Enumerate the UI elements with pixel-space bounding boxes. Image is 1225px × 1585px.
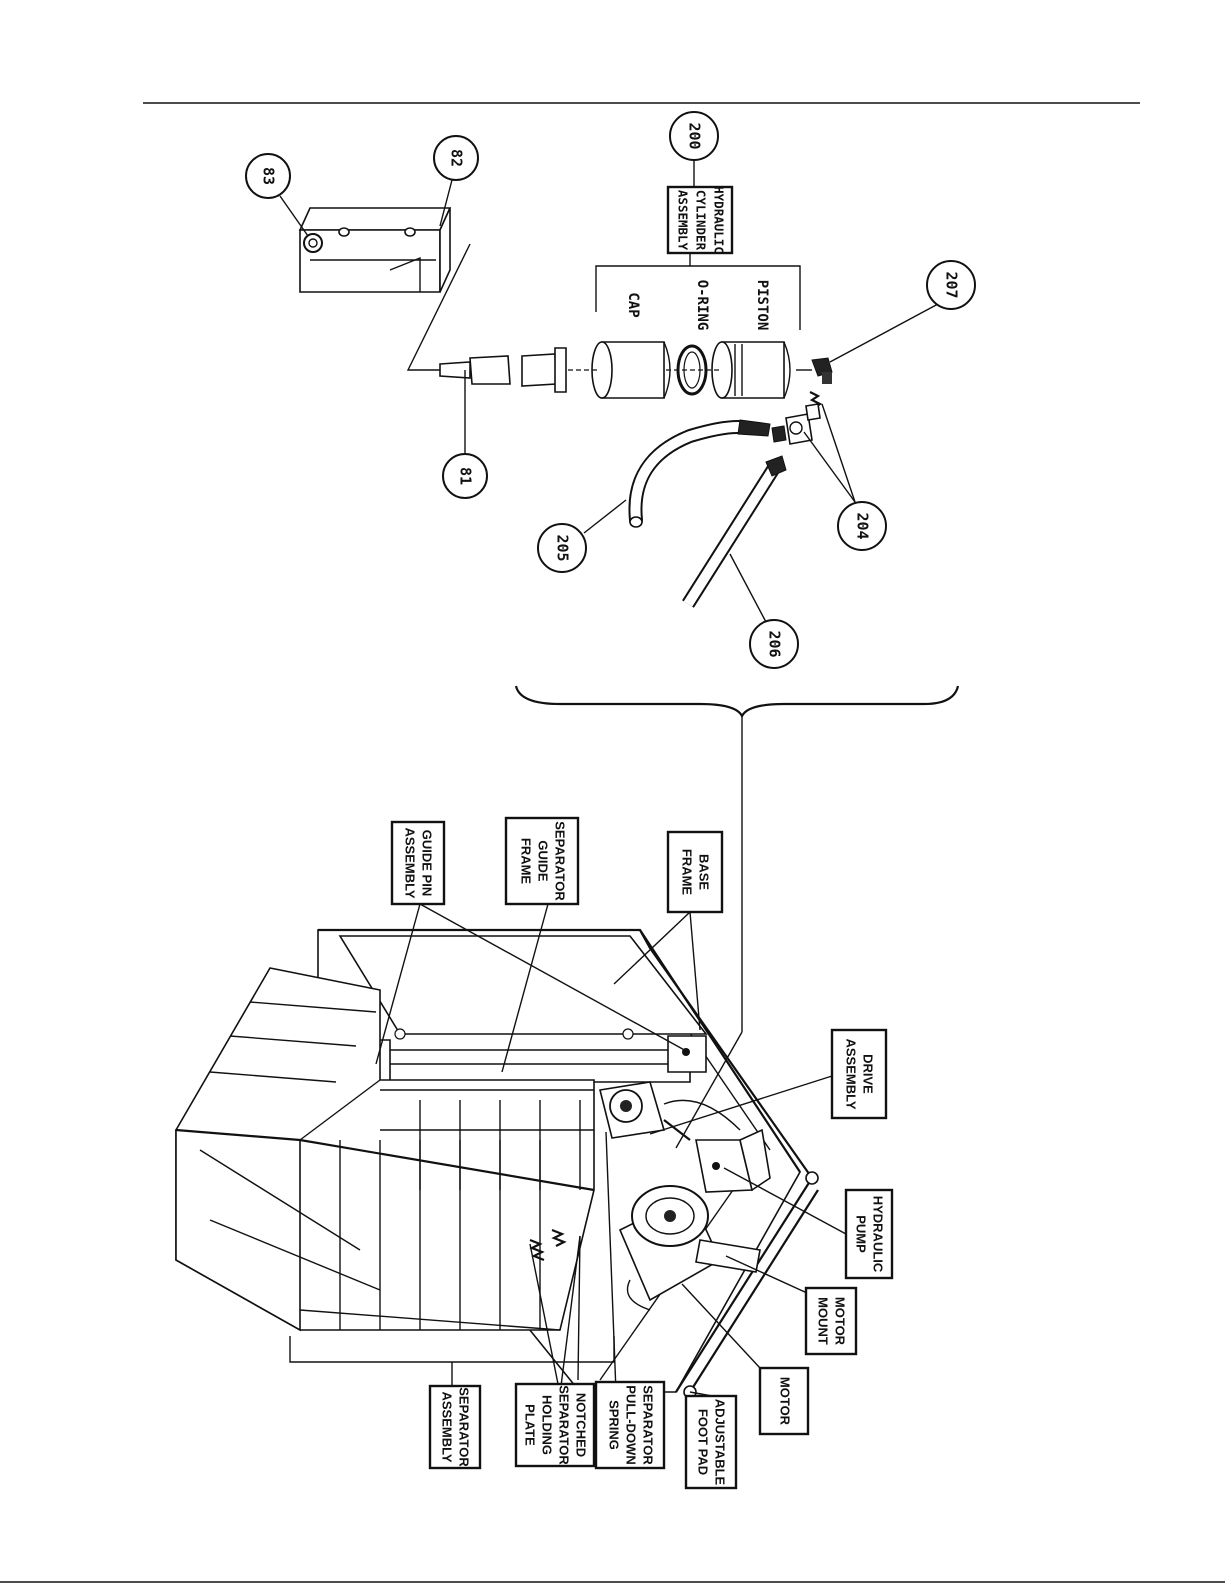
svg-text:207: 207 [943, 271, 961, 298]
bracket-82 [300, 208, 450, 292]
label-hydraulic-pump: HYDRAULIC PUMP [846, 1190, 892, 1278]
svg-text:BASE: BASE [697, 854, 712, 890]
machine-assembly-view [176, 930, 818, 1398]
label-adjustable-foot-pad: ADJUSTABLE FOOT PAD [686, 1396, 736, 1488]
label-notched-separator-holding-plate: NOTCHED SEPARATOR HOLDING PLATE [516, 1384, 594, 1466]
svg-text:SEPARATOR: SEPARATOR [557, 1385, 572, 1465]
label-separator-assembly: SEPARATOR ASSEMBLY [430, 1386, 480, 1468]
svg-text:ADJUSTABLE: ADJUSTABLE [713, 1399, 728, 1486]
svg-text:PUMP: PUMP [854, 1215, 869, 1253]
hydraulic-cylinder-assembly-label: HYDRAULIC CYLINDER ASSEMBLY [668, 186, 732, 254]
svg-text:GUIDE: GUIDE [536, 840, 551, 882]
label-base-frame: BASE FRAME [668, 832, 722, 912]
label-separator-guide-frame: SEPARATOR GUIDE FRAME [506, 818, 578, 904]
svg-text:82: 82 [448, 149, 466, 167]
svg-text:ASSEMBLY: ASSEMBLY [403, 827, 418, 898]
svg-text:SPRING: SPRING [607, 1400, 622, 1450]
svg-text:HYDRAULIC: HYDRAULIC [871, 1196, 886, 1273]
callout-82: 82 [434, 136, 478, 180]
svg-text:GUIDE PIN: GUIDE PIN [420, 830, 435, 896]
label-drive-assembly: DRIVE ASSEMBLY [832, 1030, 886, 1118]
svg-text:FRAME: FRAME [680, 849, 695, 896]
svg-text:DRIVE: DRIVE [861, 1054, 876, 1094]
svg-text:204: 204 [854, 512, 872, 539]
piston [712, 342, 812, 398]
retaining-ring-83 [304, 234, 322, 252]
label-motor-mount: MOTOR MOUNT [806, 1288, 856, 1354]
callout-206: 206 [750, 620, 798, 668]
svg-text:ASSEMBLY: ASSEMBLY [844, 1038, 859, 1109]
svg-text:MOTOR: MOTOR [833, 1297, 848, 1346]
svg-text:ASSEMBLY: ASSEMBLY [440, 1391, 455, 1462]
label-separator-pull-down-spring: SEPARATOR PULL-DOWN SPRING [596, 1382, 664, 1468]
tube-206 [688, 456, 786, 604]
svg-text:SEPARATOR: SEPARATOR [641, 1385, 656, 1465]
svg-text:MOUNT: MOUNT [816, 1297, 831, 1345]
cap-label: CAP [625, 292, 641, 317]
callout-81: 81 [443, 454, 487, 498]
svg-text:HYDRAULIC: HYDRAULIC [712, 186, 727, 254]
label-guide-pin-assembly: GUIDE PIN ASSEMBLY [392, 822, 444, 904]
svg-text:SEPARATOR: SEPARATOR [553, 821, 568, 901]
callout-204: 204 [838, 502, 886, 550]
fitting-207 [812, 358, 832, 384]
svg-text:83: 83 [260, 167, 278, 185]
callout-83: 83 [246, 154, 290, 198]
svg-text:HOLDING: HOLDING [540, 1395, 555, 1455]
svg-text:206: 206 [766, 630, 784, 657]
callout-200: 200 [670, 112, 718, 160]
o-ring-label: O-RING [694, 280, 710, 331]
svg-text:81: 81 [457, 467, 475, 485]
cylinder-exploded-view: 83 82 81 200 205 204 206 207 [246, 112, 975, 668]
svg-text:CYLINDER: CYLINDER [694, 190, 709, 251]
svg-text:FRAME: FRAME [519, 838, 534, 885]
svg-text:PULL-DOWN: PULL-DOWN [624, 1385, 639, 1464]
svg-text:PLATE: PLATE [523, 1404, 538, 1446]
piston-label: PISTON [754, 280, 770, 331]
hydraulic-pump [696, 1130, 770, 1192]
curly-brace [516, 686, 958, 716]
pin-81 [440, 348, 566, 392]
svg-text:FOOT PAD: FOOT PAD [696, 1409, 711, 1475]
svg-text:SEPARATOR: SEPARATOR [457, 1387, 472, 1467]
svg-text:205: 205 [554, 534, 572, 561]
tee-fitting-204 [772, 404, 820, 444]
label-motor: MOTOR [760, 1368, 808, 1434]
svg-text:MOTOR: MOTOR [778, 1377, 793, 1426]
callout-207: 207 [927, 261, 975, 309]
svg-text:NOTCHED: NOTCHED [574, 1393, 589, 1457]
svg-text:200: 200 [686, 122, 704, 149]
svg-text:ASSEMBLY: ASSEMBLY [676, 190, 691, 251]
callout-205: 205 [538, 524, 586, 572]
cylinder-cap [592, 342, 670, 398]
